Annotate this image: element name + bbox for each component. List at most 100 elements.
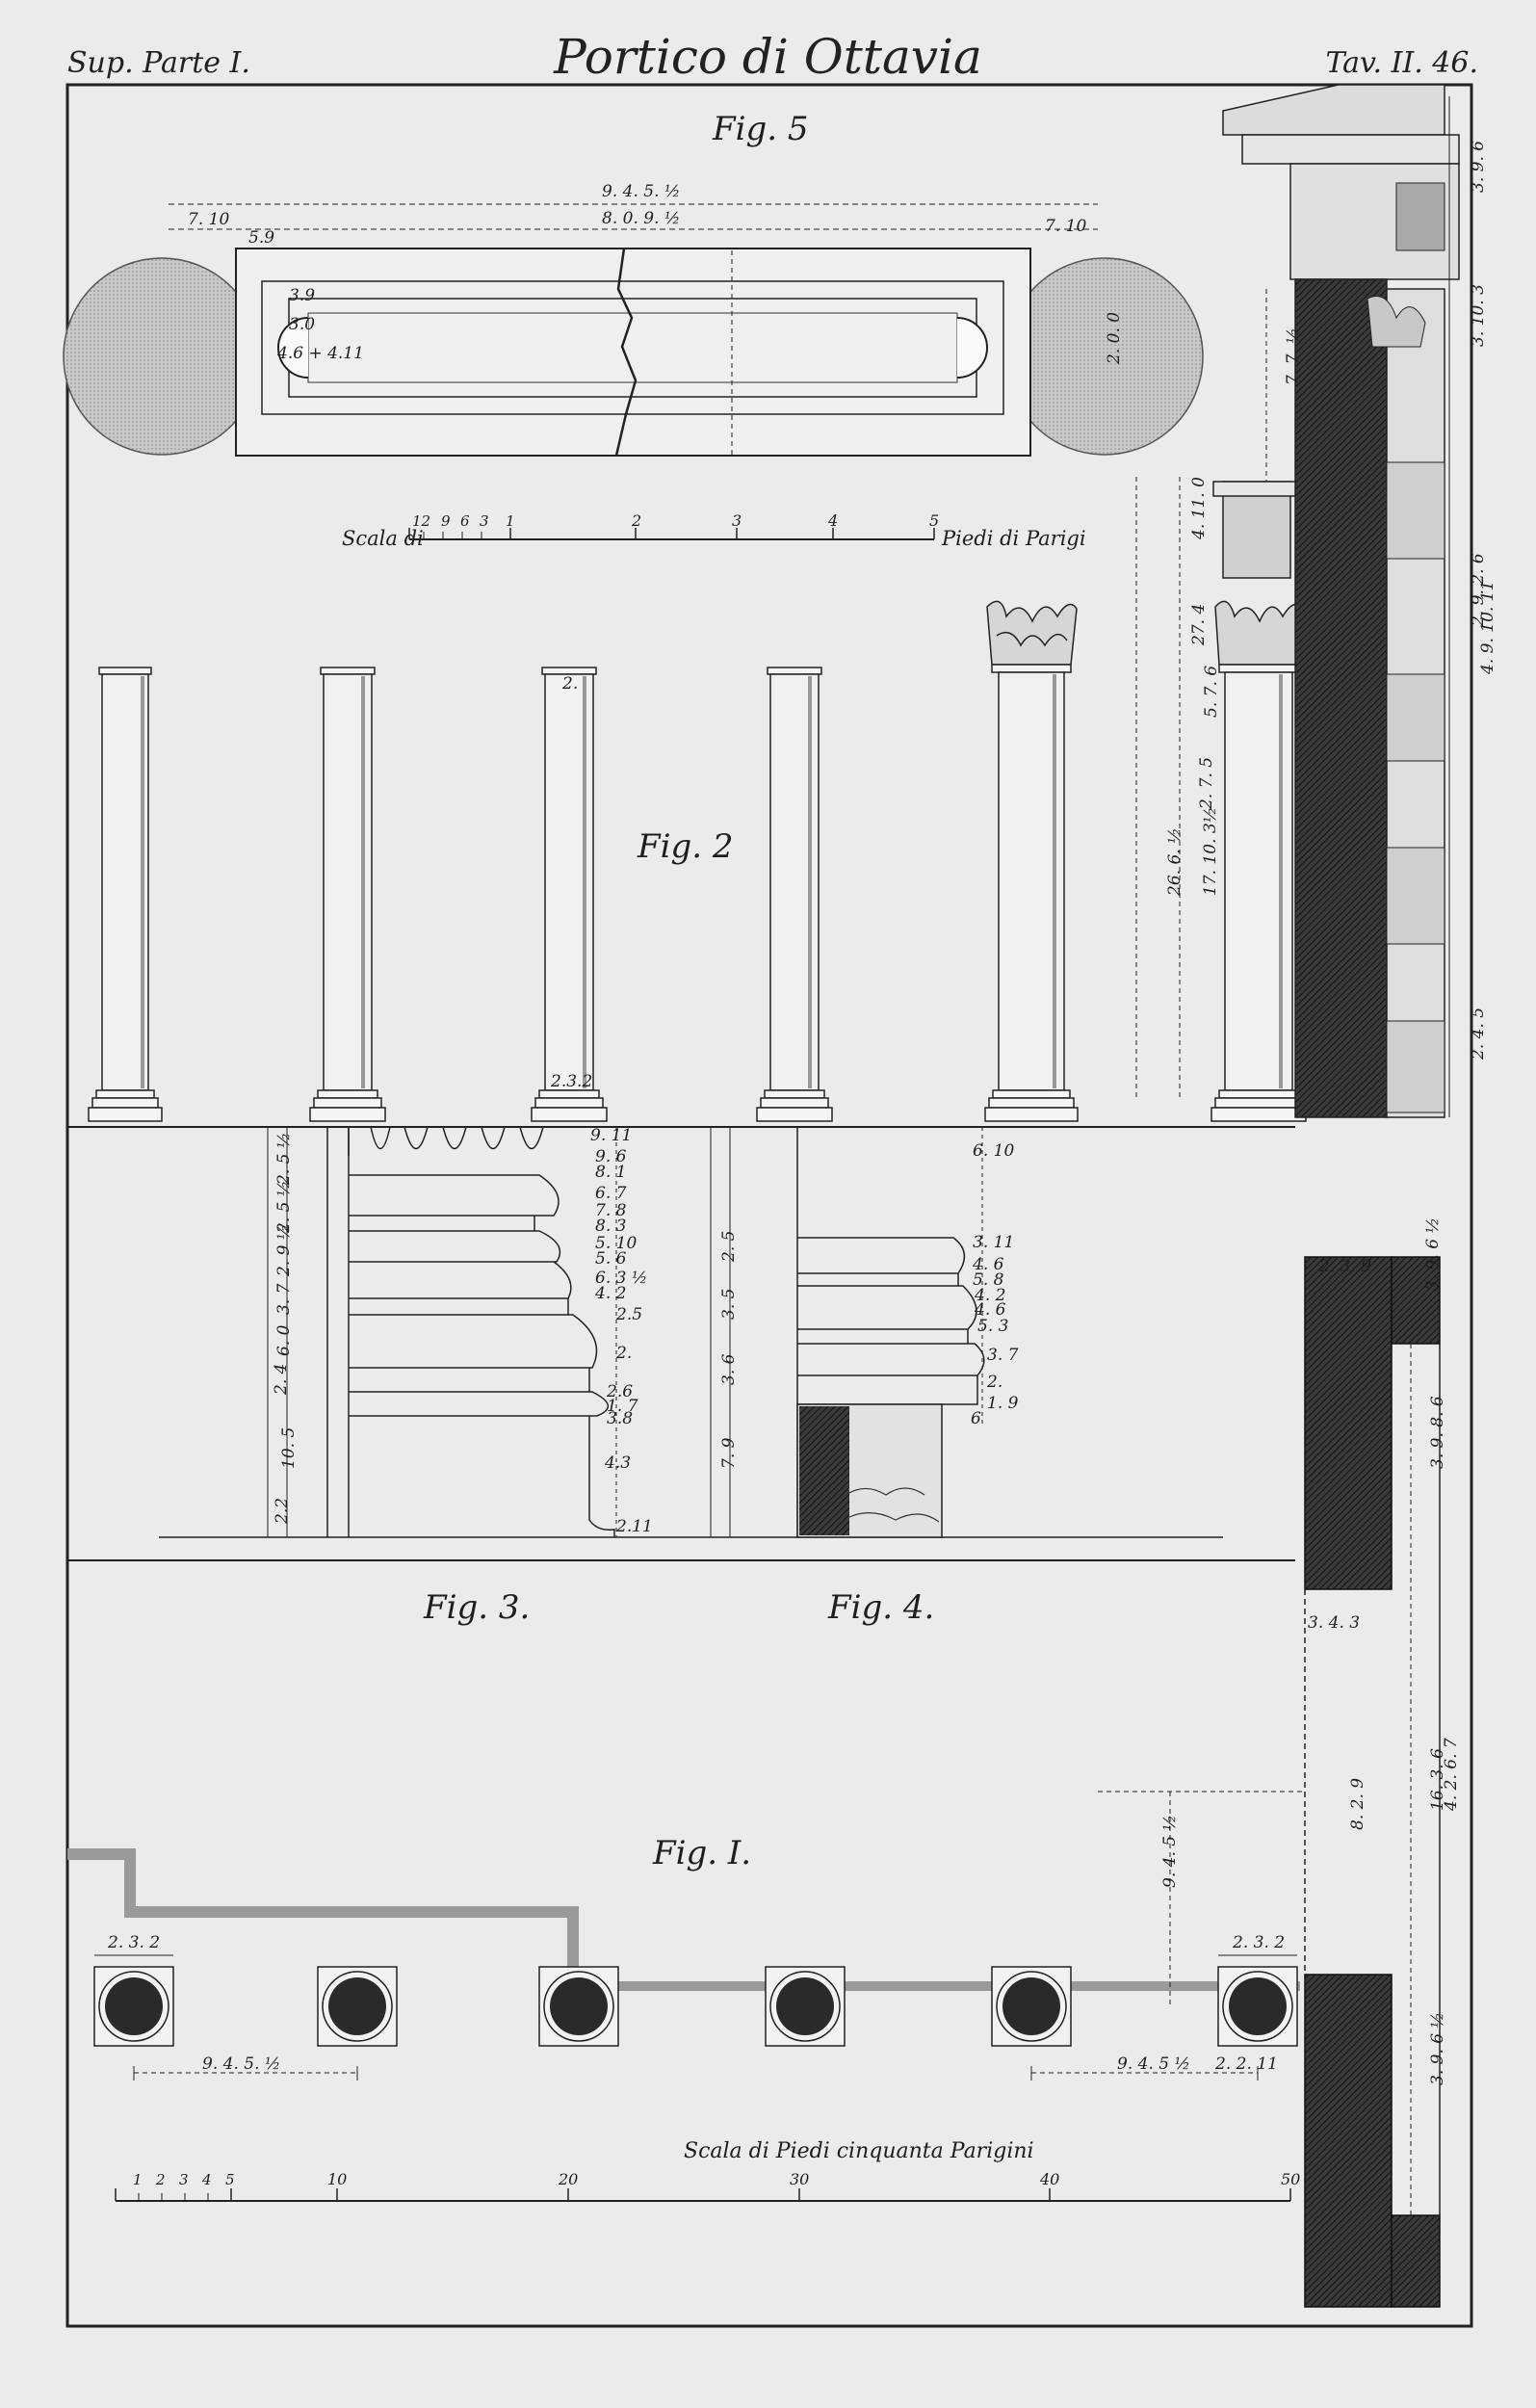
fig3-dim-9: 4. 2 (594, 1284, 626, 1303)
plate-title: Portico di Ottavia (554, 29, 982, 85)
fig5-dim-small: 5.9 (248, 228, 274, 248)
fig1-dim-spacing-right: 9. 4. 5 ½ (1117, 2055, 1190, 2074)
fig4-dim-7: 3. 7 (987, 1346, 1019, 1365)
fig3-label: Fig. 3. (423, 1588, 530, 1627)
bottom-scale-small-3: 3 (179, 2171, 189, 2188)
fig4-dim-5: 4. 6 (974, 1300, 1006, 1320)
elev-right-dim-a: 3. 9. 6 (1469, 141, 1488, 193)
fig3-dim-15: 4.3 (604, 1453, 631, 1473)
fig3-drawing: Fig. 3. (159, 1126, 1223, 1627)
fig3-dim-10: 2.5 (615, 1305, 642, 1324)
fig4-dim-8: 2. (986, 1373, 1002, 1392)
elev-right-dim-e: 2. 4. 5 (1469, 1008, 1488, 1060)
fig5-dim-right: 7. 10 (1045, 217, 1086, 236)
elev-right-dim-d: 4. 9. 10. 11 (1478, 581, 1497, 675)
bottom-scale-30: 30 (790, 2170, 809, 2188)
fig5-dim-v1: 3.9 (289, 286, 315, 305)
right-dim-v5: 2. 7. 5 (1197, 757, 1216, 810)
plan-dim-e: 3. 9. 6 ½ (1423, 1217, 1443, 1291)
plate-number: Tav. II. 46. (1325, 46, 1478, 80)
fig4-dim-9: 1. 9 (987, 1394, 1019, 1413)
fig3-left-3: 3. 7 (274, 1283, 294, 1315)
fig3-left-6: 10. 5 (279, 1427, 299, 1469)
fig3-dim-2: 8. 1 (595, 1163, 626, 1182)
plan-dim-d: 4. 2. 6. 7 (1442, 1738, 1461, 1812)
fig3-dim-3: 6. 7 (595, 1184, 627, 1203)
bottom-scale-small-2: 2 (155, 2171, 166, 2188)
fig3-left-1: 2. 5 ½ (274, 1181, 294, 1234)
top-scale-small-3: 6 (460, 512, 470, 530)
fig3-dim-12: 2.6 (606, 1382, 633, 1401)
fig5-dim-v3: 4.6 + 4.11 (276, 344, 364, 363)
fig4-left-1: 3. 5 (719, 1289, 739, 1320)
top-scale-small-4: 3 (480, 512, 489, 530)
bottom-scale-small-4: 4 (201, 2171, 212, 2188)
fig1-dim-vertical: 9. 4. 5 ½ (1160, 1815, 1180, 1888)
right-dim-v6: 26. 6. ½ (1165, 827, 1185, 897)
bottom-scale-40: 40 (1039, 2170, 1059, 2188)
fig1-dim-small-right: 2. 3. 2 (1232, 1933, 1285, 1952)
fig4-dim-0: 6. 10 (973, 1141, 1014, 1161)
right-dim-v2: 4. 11. 0 (1189, 477, 1209, 540)
fig5-dim-v2: 3.0 (289, 315, 315, 334)
fig3-dim-11: 2. (615, 1344, 632, 1363)
top-scale-unit: Piedi di Parigi (941, 527, 1086, 550)
fig3-dim-16: 2.11 (615, 1517, 653, 1536)
fig3-dim-0: 9. 11 (590, 1126, 632, 1145)
fig1-dim-right-small: 2. 2. 11 (1214, 2055, 1278, 2074)
bottom-scale-small-5: 5 (225, 2171, 235, 2188)
fig4-dim-6: 5. 3 (977, 1317, 1008, 1336)
right-dim-v3: 27. 4 (1189, 604, 1209, 646)
plan-dim-a: 3. 4. 3 (1308, 1613, 1360, 1633)
fig4-dim-2: 4. 6 (972, 1255, 1004, 1274)
plan-dim-f: 3. 9. 8. 6 (1428, 1396, 1447, 1469)
fig2-columns: 2. 2.3.2 (88, 600, 1307, 1122)
bottom-scale-10: 10 (327, 2170, 347, 2188)
fig3-dim-13: 1. 7 (607, 1397, 638, 1416)
fig3-left-2: 2. 9 ½ (274, 1224, 294, 1277)
top-scale-small-1: 12 (412, 512, 430, 530)
fig5-dim-total-a: 9. 4. 5. ½ (602, 182, 680, 201)
bottom-scale-small-1: 1 (133, 2171, 143, 2188)
fig3-dim-8: 6. 3 ½ (595, 1269, 647, 1288)
fig2-col3-top: 2. (561, 674, 578, 694)
fig4-dim-1: 3. 11 (973, 1233, 1014, 1252)
top-scale-2: 2 (631, 511, 641, 530)
top-scale-5: 5 (929, 511, 939, 530)
fig1-dim-small-left: 2. 3. 2 (107, 1933, 160, 1952)
bottom-scale: Scala di Piedi cinquanta Parigini 1 2 3 … (115, 2139, 1300, 2202)
fig4-left-2: 3. 6 (719, 1353, 739, 1385)
elev-right-dim-c: 2. 9. 2. 6 (1469, 553, 1488, 627)
plan-dim-c: 16. 3. 6 (1428, 1748, 1447, 1811)
plan-dim-h: 2. 3. 9 (1318, 1257, 1371, 1276)
fig4-dim-3: 5. 8 (973, 1270, 1004, 1290)
fig5-dim-circle: 2. 0. 0 (1105, 312, 1124, 365)
plan-dim-g: 3. 9. 6 ½ (1428, 2012, 1447, 2085)
elev-right-dim-b: 3. 10. 3 (1469, 284, 1488, 347)
fig4-profile-dims: 6. 10 3. 11 4. 6 5. 8 4. 2 4. 6 5. 3 3. … (719, 1141, 1019, 1469)
right-dim-v1: 7. 7. ½ (1284, 327, 1303, 385)
fig4-left-0: 2. 5 (719, 1231, 739, 1263)
fig4-left-3: 7. 9 (719, 1437, 739, 1469)
right-dim-v7: 17. 10. 3½ (1201, 807, 1220, 896)
fig2-label: Fig. 2 (637, 827, 733, 866)
fig1-label: Fig. I. (652, 1834, 751, 1872)
plate-section-label: Sup. Parte I. (67, 46, 250, 80)
fig3-left-5: 2. 4 (272, 1364, 291, 1396)
bottom-scale-50: 50 (1281, 2170, 1300, 2188)
fig3-dim-14: 3.8 (607, 1409, 633, 1428)
fig3-dim-6: 5. 10 (595, 1234, 637, 1253)
fig4-dim-10: 6 (971, 1409, 981, 1428)
fig4-drawing: Fig. 4. (710, 1127, 985, 1627)
fig5-dim-left: 7. 10 (188, 210, 229, 229)
top-scale-small-5: 1 (506, 512, 515, 530)
fig5-drawing: 9. 4. 5. ½ 8. 0. 9. ½ 7. 10 7. 10 5.9 3.… (63, 182, 1204, 457)
fig4-dim-4: 4. 2 (974, 1286, 1005, 1305)
top-scale-4: 4 (827, 511, 838, 530)
fig3-dim-7: 5. 6 (595, 1249, 627, 1269)
fig3-dim-4: 7. 8 (595, 1201, 627, 1220)
fig3-left-7: 2.2 (273, 1498, 292, 1525)
fig3-profile-dims: 9. 11 9. 6 8. 1 6. 7 7. 8 8. 3 5. 10 5. … (272, 1126, 653, 1536)
